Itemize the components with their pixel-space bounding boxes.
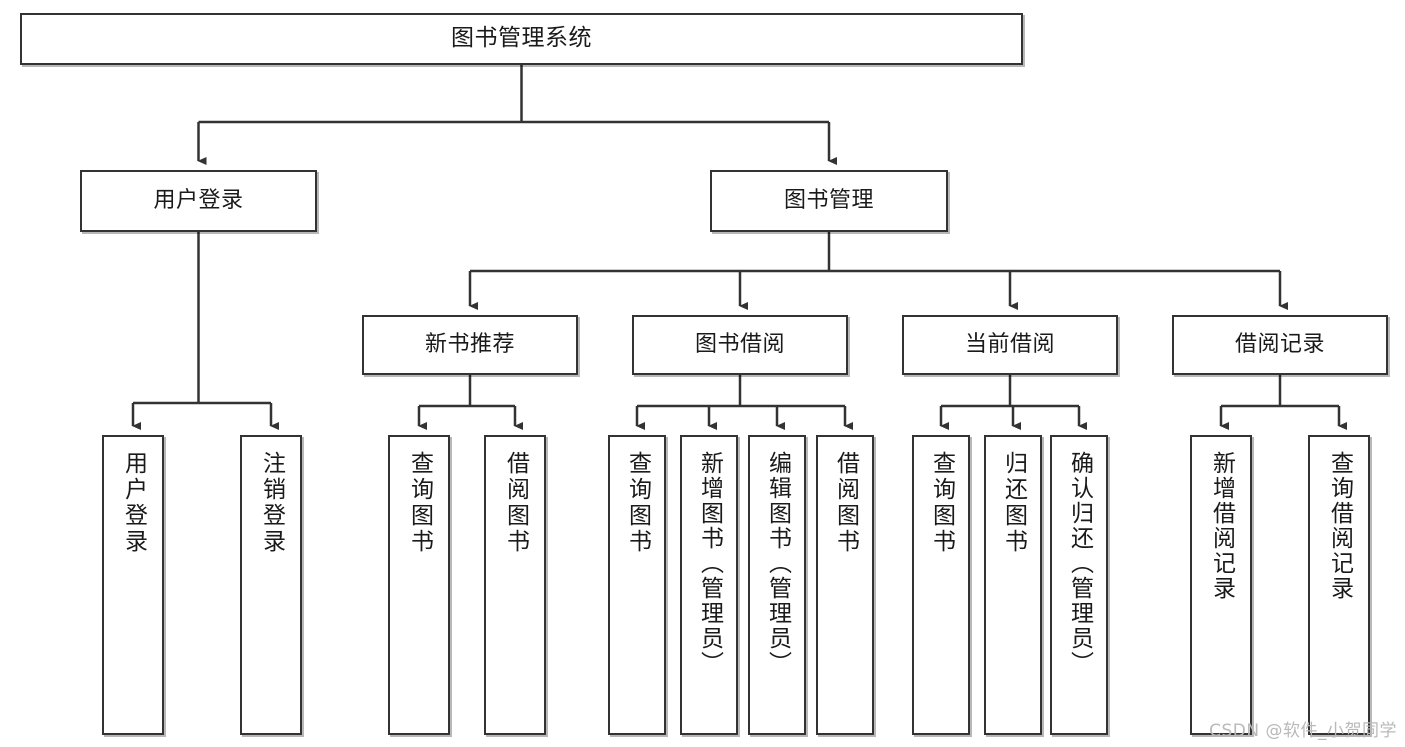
node-label-current-borrow: 当前借阅 [964, 332, 1055, 358]
node-leaf-query-book-1[interactable]: 查询图书 [388, 435, 450, 735]
node-label-leaf-confirm-return: 确认归还（管理员） [1066, 451, 1093, 676]
node-label-leaf-edit-book: 编辑图书（管理员） [764, 451, 791, 676]
node-label-leaf-logout: 注销登录 [258, 451, 285, 555]
node-label-leaf-borrow-book-2: 借阅图书 [832, 451, 859, 555]
node-root[interactable]: 图书管理系统 [20, 13, 1023, 65]
node-label-leaf-query-record: 查询借阅记录 [1326, 451, 1353, 601]
node-label-leaf-borrow-book-1: 借阅图书 [502, 451, 529, 555]
node-leaf-add-book[interactable]: 新增图书（管理员） [680, 435, 738, 735]
node-leaf-borrow-book-1[interactable]: 借阅图书 [484, 435, 546, 735]
node-label-user-login: 用户登录 [153, 188, 244, 214]
node-leaf-query-book-2[interactable]: 查询图书 [608, 435, 666, 735]
node-leaf-query-record[interactable]: 查询借阅记录 [1308, 435, 1370, 735]
node-new-book-rec[interactable]: 新书推荐 [362, 315, 578, 375]
node-leaf-borrow-book-2[interactable]: 借阅图书 [816, 435, 874, 735]
node-leaf-add-record[interactable]: 新增借阅记录 [1190, 435, 1252, 735]
node-label-leaf-add-record: 新增借阅记录 [1208, 451, 1235, 601]
node-book-borrow[interactable]: 图书借阅 [632, 315, 848, 375]
node-leaf-return-book[interactable]: 归还图书 [984, 435, 1042, 735]
node-label-book-borrow: 图书借阅 [694, 332, 785, 358]
node-leaf-edit-book[interactable]: 编辑图书（管理员） [748, 435, 806, 735]
node-label-new-book-rec: 新书推荐 [424, 332, 515, 358]
node-label-leaf-query-book-3: 查询图书 [928, 451, 955, 555]
node-leaf-user-login[interactable]: 用户登录 [102, 435, 164, 735]
node-borrow-record[interactable]: 借阅记录 [1172, 315, 1388, 375]
watermark-text: CSDN @软件_小贺同学 [1209, 721, 1397, 741]
node-leaf-confirm-return[interactable]: 确认归还（管理员） [1050, 435, 1108, 735]
node-label-borrow-record: 借阅记录 [1234, 332, 1325, 358]
node-label-leaf-add-book: 新增图书（管理员） [696, 451, 723, 676]
node-label-leaf-query-book-1: 查询图书 [406, 451, 433, 555]
node-book-manage[interactable]: 图书管理 [710, 170, 948, 232]
node-user-login[interactable]: 用户登录 [80, 170, 317, 232]
node-label-root: 图书管理系统 [451, 25, 592, 52]
node-label-book-manage: 图书管理 [783, 188, 874, 214]
node-label-leaf-query-book-2: 查询图书 [624, 451, 651, 555]
node-leaf-logout[interactable]: 注销登录 [240, 435, 302, 735]
node-label-leaf-return-book: 归还图书 [1000, 451, 1027, 555]
node-leaf-query-book-3[interactable]: 查询图书 [912, 435, 970, 735]
node-label-leaf-user-login: 用户登录 [120, 451, 147, 555]
node-current-borrow[interactable]: 当前借阅 [902, 315, 1118, 375]
